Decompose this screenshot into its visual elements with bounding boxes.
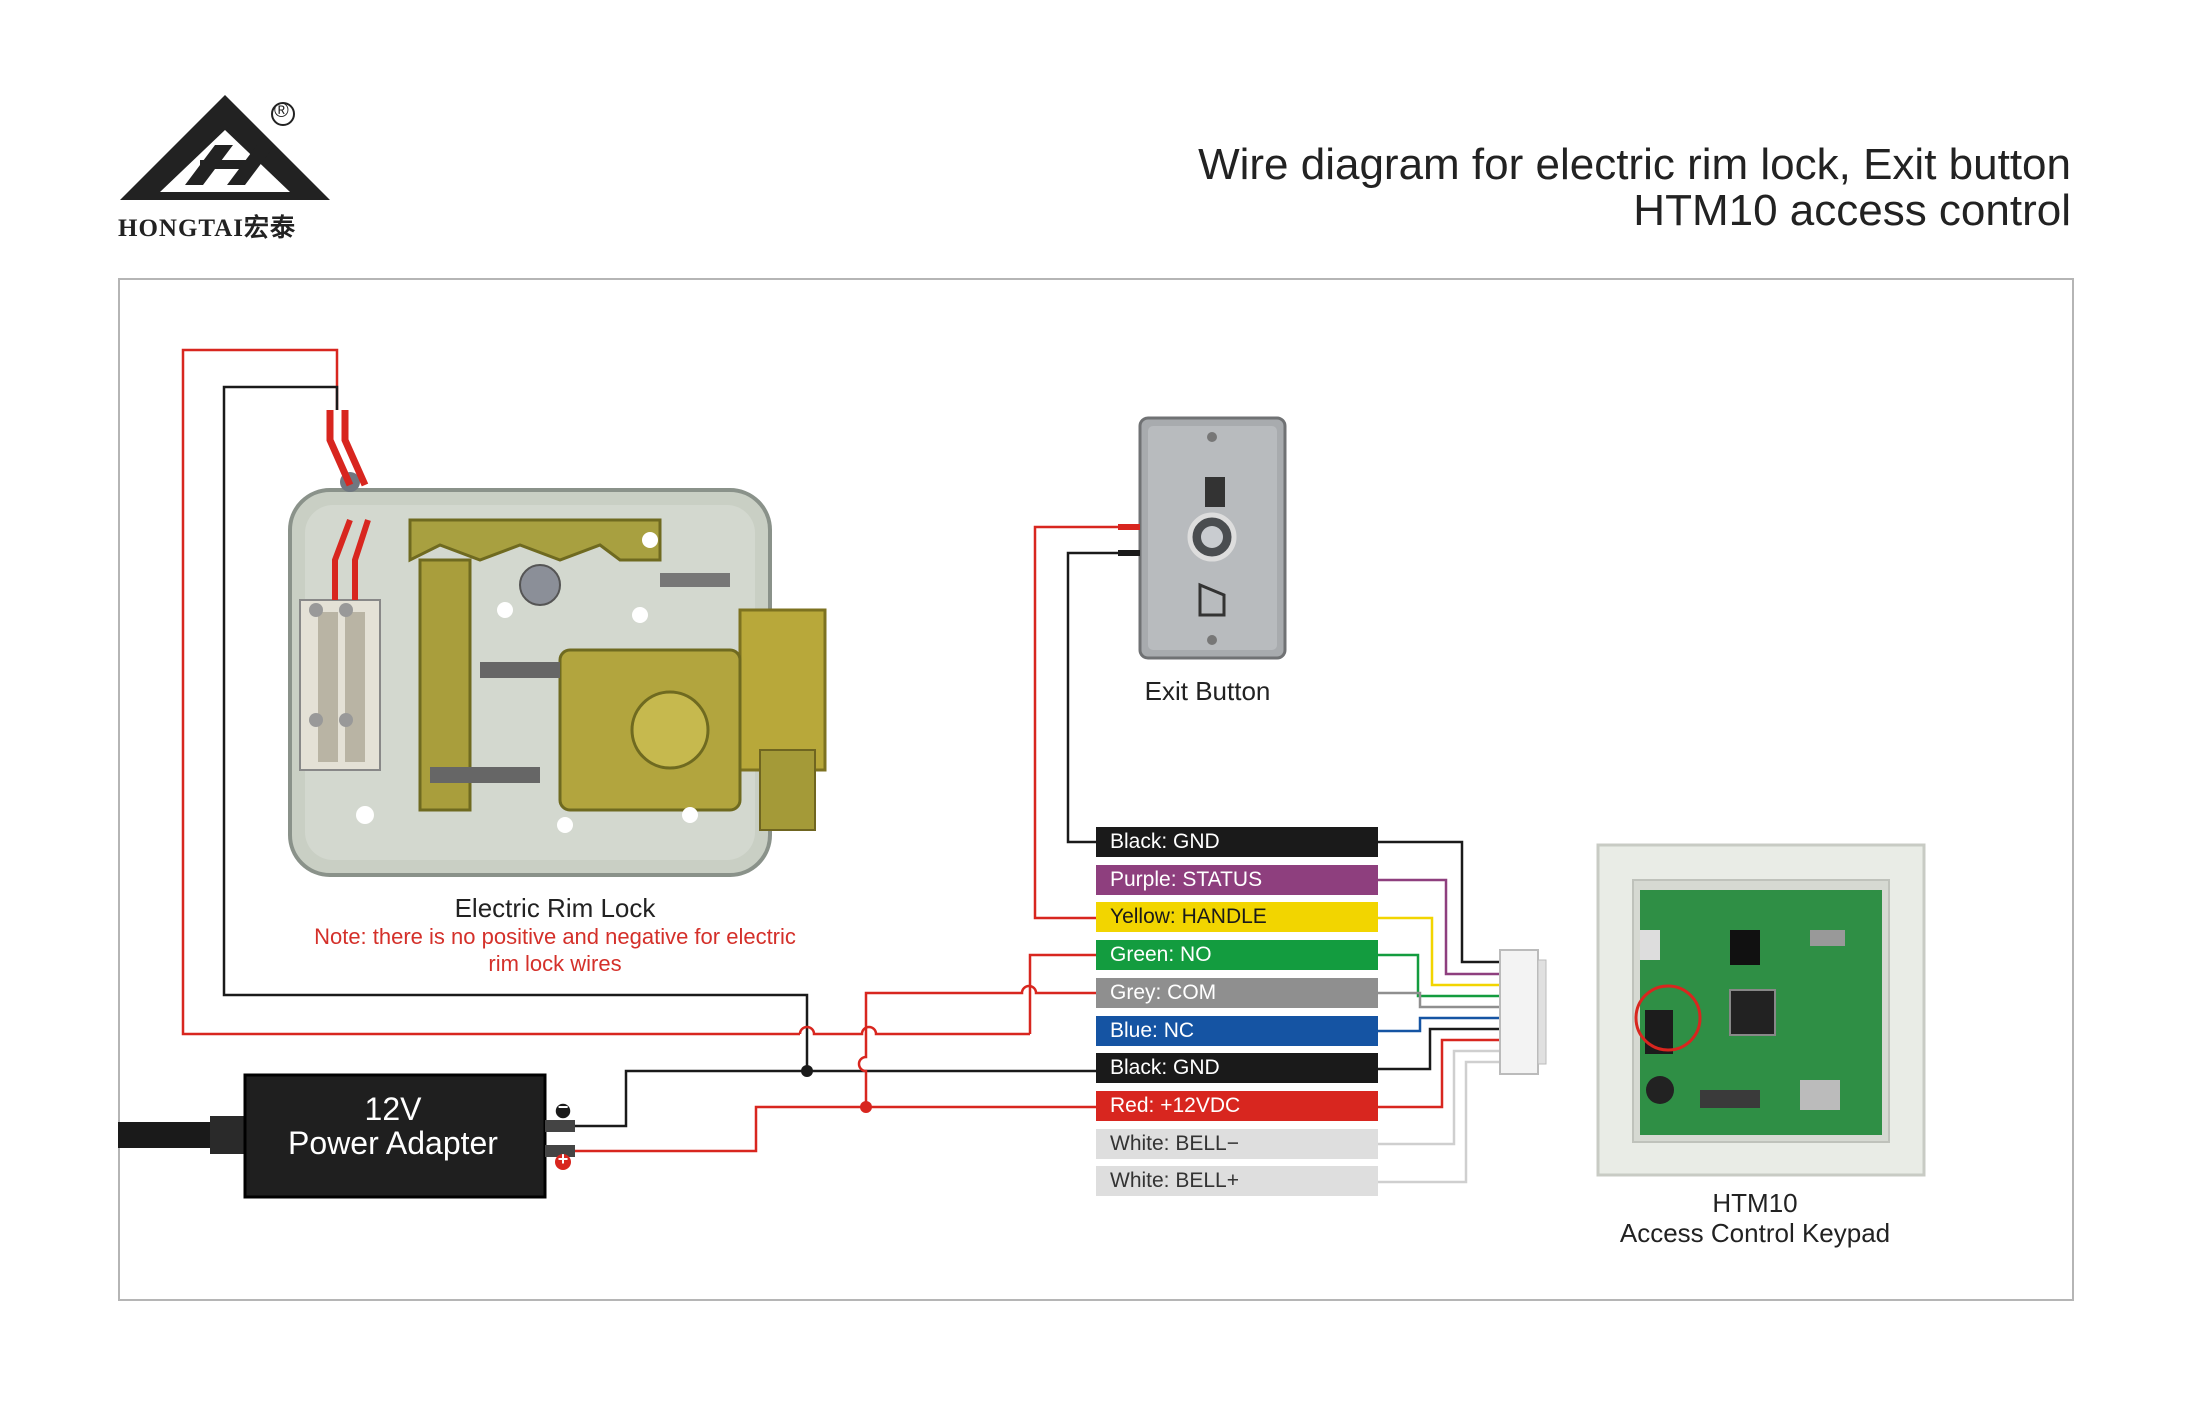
keypad-label-line-1: HTM10 [1712, 1188, 1798, 1218]
wire-label: White: BELL+ [1096, 1166, 1378, 1197]
registered-mark: ® [274, 100, 289, 122]
keypad-board-image [1596, 843, 1926, 1177]
diagram-frame [118, 278, 2074, 1301]
plus-terminal-icon: + [557, 1149, 569, 1169]
power-adapter-image [118, 1073, 575, 1199]
wire-label: Red: +12VDC [1096, 1090, 1378, 1121]
wire-connector [1499, 949, 1547, 1075]
wire-label: White: BELL− [1096, 1128, 1378, 1159]
lock-label: Electric Rim Lock [454, 893, 656, 923]
wire-label: Black: GND [1096, 1053, 1378, 1084]
power-adapter-label: 12V Power Adapter [243, 1092, 543, 1160]
minus-terminal-icon: − [557, 1097, 569, 1117]
title-line-1: Wire diagram for electric rim lock, Exit… [1198, 140, 2071, 189]
diagram-title: Wire diagram for electric rim lock, Exit… [1198, 142, 2071, 234]
wire-label: Yellow: HANDLE [1096, 902, 1378, 933]
wire-label: Green: NO [1096, 940, 1378, 971]
brand-name-chinese: 宏泰 [244, 215, 297, 242]
wire-label: Purple: STATUS [1096, 864, 1378, 895]
wire-label: Blue: NC [1096, 1015, 1378, 1046]
exit-button-label: Exit Button [1144, 676, 1271, 706]
keypad-label: HTM10 Access Control Keypad [1580, 1188, 1930, 1248]
brand-name: HONGTAI宏泰 [118, 208, 296, 244]
title-line-2: HTM10 access control [1633, 186, 2071, 235]
power-adapter-voltage: 12V [364, 1091, 422, 1127]
brand-name-latin: HONGTAI [118, 215, 244, 242]
wire-label: Black: GND [1096, 827, 1378, 857]
power-adapter-name: Power Adapter [288, 1125, 498, 1161]
exit-button-image [1138, 416, 1287, 660]
lock-note: Note: there is no positive and negative … [314, 924, 796, 976]
wire-label: Grey: COM [1096, 977, 1378, 1008]
hongtai-logo [120, 95, 330, 200]
keypad-label-line-2: Access Control Keypad [1619, 1218, 1891, 1248]
rim-lock-image [288, 472, 827, 877]
